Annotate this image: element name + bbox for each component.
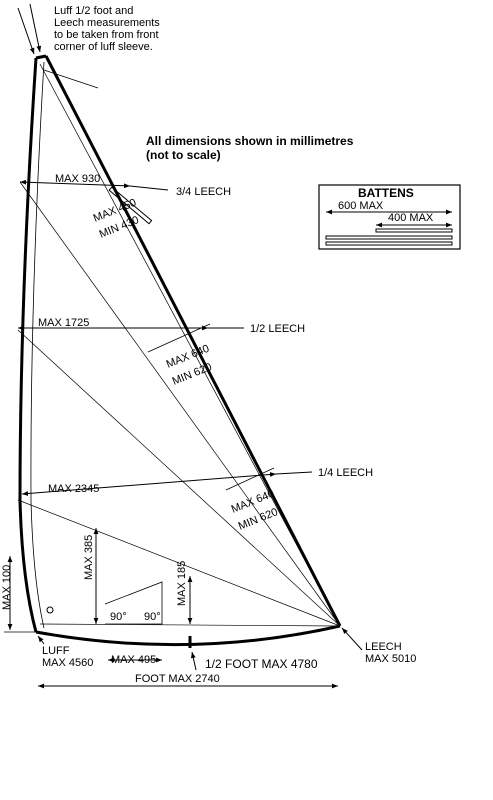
svg-text:LUFF: LUFF — [42, 645, 70, 657]
svg-text:Leech measurements: Leech measurements — [54, 17, 160, 29]
svg-text:to be taken from front: to be taken from front — [54, 29, 159, 41]
svg-text:MAX 495: MAX 495 — [111, 654, 156, 666]
measurement-note: Luff 1/2 foot and Leech measurements to … — [54, 5, 160, 53]
svg-text:All dimensions shown in millim: All dimensions shown in millimetres — [146, 134, 354, 148]
svg-text:MAX 1725: MAX 1725 — [38, 317, 89, 329]
note-arrow-right — [29, 3, 42, 53]
svg-text:400 MAX: 400 MAX — [388, 212, 434, 224]
svg-text:(not to scale): (not to scale) — [146, 148, 221, 162]
battens-legend: BATTENS 600 MAX 400 MAX — [318, 184, 461, 250]
svg-text:3/4 LEECH: 3/4 LEECH — [176, 186, 231, 198]
svg-text:corner of luff sleeve.: corner of luff sleeve. — [54, 41, 153, 53]
svg-text:BATTENS: BATTENS — [358, 186, 414, 200]
svg-text:MAX 385: MAX 385 — [83, 535, 95, 580]
svg-text:FOOT MAX 2740: FOOT MAX 2740 — [135, 673, 220, 685]
quarter-leech: MAX 2345 1/4 LEECH — [21, 467, 373, 496]
svg-text:LEECH: LEECH — [365, 641, 402, 653]
svg-text:600 MAX: 600 MAX — [338, 200, 384, 212]
svg-text:MAX 2345: MAX 2345 — [48, 483, 99, 495]
foot-area: MAX 385 MAX 185 90° 90° MAX 100 MAX 495 … — [1, 528, 338, 689]
leech-label: LEECH MAX 5010 — [341, 627, 416, 665]
half-leech: MAX 1725 1/2 LEECH — [18, 317, 305, 335]
dimensions-note: All dimensions shown in millimetres (not… — [146, 134, 354, 162]
svg-text:90°: 90° — [110, 611, 127, 623]
svg-text:1/2 LEECH: 1/2 LEECH — [250, 323, 305, 335]
svg-text:Luff 1/2 foot and: Luff 1/2 foot and — [54, 5, 133, 17]
three-quarter-leech: MAX 930 3/4 LEECH — [19, 173, 231, 198]
svg-text:MAX 930: MAX 930 — [55, 173, 100, 185]
svg-text:90°: 90° — [144, 611, 161, 623]
batten-mid: MAX 640 MIN 620 — [147, 323, 214, 388]
svg-text:1/4 LEECH: 1/4 LEECH — [318, 467, 373, 479]
svg-text:MAX 100: MAX 100 — [1, 565, 13, 610]
svg-text:MAX 5010: MAX 5010 — [365, 653, 416, 665]
note-arrow-left — [17, 7, 35, 55]
svg-text:MAX 185: MAX 185 — [176, 561, 188, 606]
svg-text:1/2 FOOT MAX 4780: 1/2 FOOT MAX 4780 — [205, 657, 318, 671]
batten-top: MAX 450 MIN 430 — [92, 186, 153, 241]
luff-label: LUFF MAX 4560 — [37, 635, 93, 669]
svg-text:MAX 4560: MAX 4560 — [42, 657, 93, 669]
